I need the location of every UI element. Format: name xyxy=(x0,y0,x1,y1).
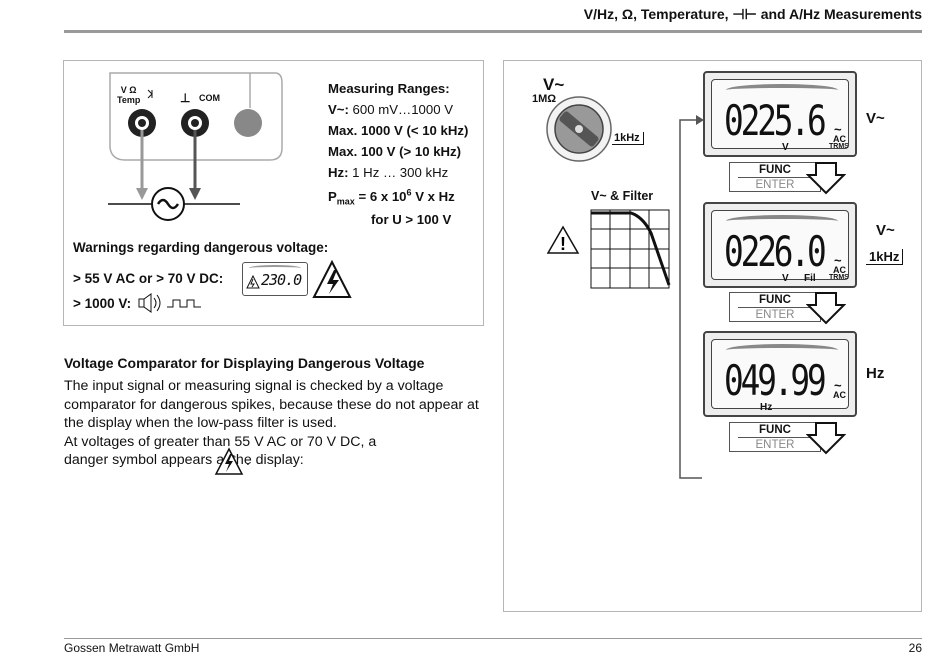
inline-period: . xyxy=(246,452,250,468)
warning-line-1000v: > 1000 V: xyxy=(73,296,132,311)
lcd-display-voltage: 0225.6 V ~ AC TRMS xyxy=(703,71,857,157)
header-rule xyxy=(64,30,922,33)
danger-symbol-inline-icon xyxy=(214,447,244,475)
comparator-body: The input signal or measuring signal is … xyxy=(64,378,479,469)
measuring-ranges: Measuring Ranges: V~: 600 mV…1000 V Max.… xyxy=(328,81,469,228)
switch-khz-label: 1kHz xyxy=(612,132,644,145)
down-arrow-icon xyxy=(806,292,846,325)
terminal-label-v: V Ω Temp xyxy=(117,85,141,105)
mini-display: 230.0 xyxy=(242,262,308,296)
lcd-display-filter: 0226.0 V Fil ~ AC TRMS xyxy=(703,202,857,288)
switch-label: V~ xyxy=(543,75,565,94)
danger-voltage-icon xyxy=(312,260,352,298)
page-number: 26 xyxy=(908,641,922,655)
warning-line-voltage: > 55 V AC or > 70 V DC: xyxy=(73,271,224,286)
side-label-hz: Hz xyxy=(866,365,885,382)
filter-response-graph: ! xyxy=(546,209,671,289)
footer-rule xyxy=(64,638,922,639)
warnings-title: Warnings regarding dangerous voltage: xyxy=(73,240,329,255)
side-label-khz: 1kHz xyxy=(866,249,904,265)
measurement-info-box xyxy=(63,60,484,326)
terminal-label-com: COM xyxy=(199,93,220,103)
rotary-switch-icon[interactable] xyxy=(545,95,613,163)
flow-return-arrow xyxy=(679,115,704,479)
svg-text:!: ! xyxy=(560,234,566,254)
terminal-a-jack xyxy=(234,109,262,137)
lcd-display-hz: 049.99 Hz ~ AC xyxy=(703,331,857,417)
display-sequence-box xyxy=(503,60,922,612)
side-label-v-filter: V~ xyxy=(876,222,895,239)
terminal-diagram xyxy=(108,72,283,221)
down-arrow-icon xyxy=(806,162,846,195)
side-label-v: V~ xyxy=(866,110,885,127)
switch-sublabel: 1MΩ xyxy=(532,93,557,105)
footer-company: Gossen Metrawatt GmbH xyxy=(64,641,200,655)
filter-label: V~ & Filter xyxy=(591,189,654,203)
down-arrow-icon xyxy=(806,422,846,455)
ground-symbol: ⊥ xyxy=(180,91,191,105)
speaker-beep-icon xyxy=(138,293,201,313)
page-header-title: V/Hz, Ω, Temperature, ⊣⊢ and A/Hz Measur… xyxy=(583,6,922,22)
comparator-title: Voltage Comparator for Displaying Danger… xyxy=(64,355,425,371)
